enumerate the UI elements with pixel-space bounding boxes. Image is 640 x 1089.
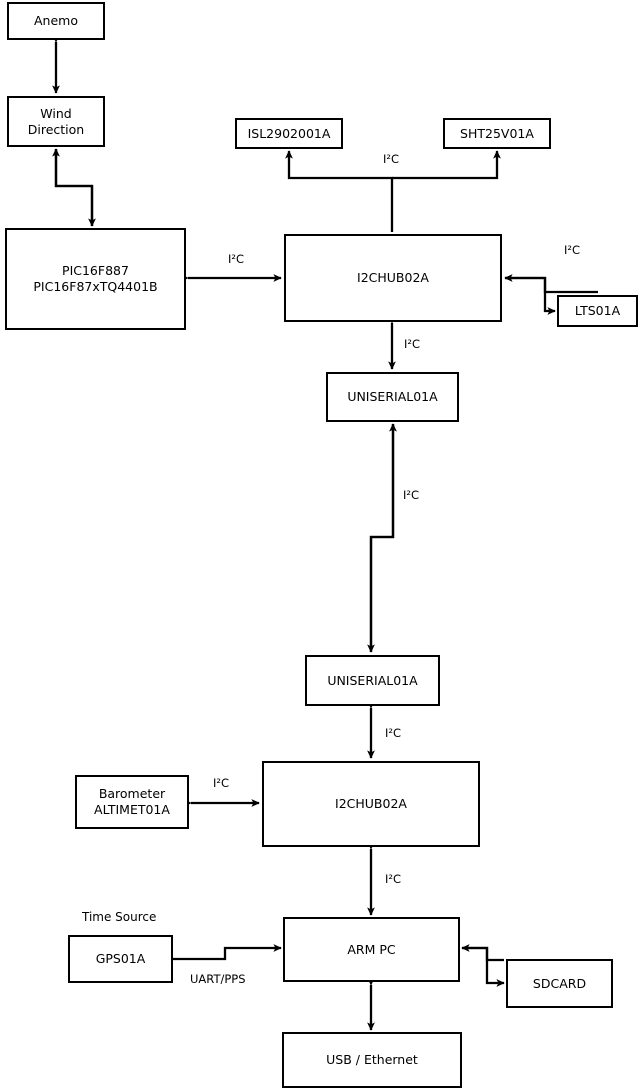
edge-label-i2c-uniserial-link: I²C xyxy=(403,488,420,502)
edge-pic-wind-up xyxy=(52,148,94,226)
node-usb-ethernet[interactable]: USB / Ethernet xyxy=(282,1032,462,1088)
edge-hub-sht xyxy=(392,150,501,180)
node-i2chub02a-bottom-label: I2CHUB02A xyxy=(335,796,407,812)
edge-uniserial-link-up xyxy=(369,423,397,652)
node-pic-mcu[interactable]: PIC16F887 PIC16F87xTQ4401B xyxy=(5,228,186,330)
edge-label-i2c-hub-lts: I²C xyxy=(564,243,581,257)
edge-label-i2c-hub-uniserial: I²C xyxy=(404,337,421,351)
node-pic-mcu-label: PIC16F887 PIC16F87xTQ4401B xyxy=(33,263,158,294)
node-wind-direction-label: Wind Direction xyxy=(27,105,85,137)
edge-hub-lts xyxy=(505,276,556,315)
edge-wind-pic-down xyxy=(54,149,96,227)
node-uniserial01a-bottom[interactable]: UNISERIAL01A xyxy=(305,655,440,706)
edge-armpc-sdcard xyxy=(462,946,505,987)
node-wind-direction[interactable]: Wind Direction xyxy=(7,96,105,147)
node-arm-pc[interactable]: ARM PC xyxy=(283,917,460,982)
node-i2chub02a-top-label: I2CHUB02A xyxy=(357,270,429,286)
node-sdcard-label: SDCARD xyxy=(532,975,587,991)
node-anemo-label: Anemo xyxy=(34,13,78,29)
node-anemo[interactable]: Anemo xyxy=(7,2,105,40)
node-gps01a[interactable]: GPS01A xyxy=(68,935,173,983)
edge-label-i2c-pic-hub: I²C xyxy=(228,252,245,266)
edge-label-i2c-hub2-armpc: I²C xyxy=(385,872,402,886)
edge-label-uart-pps: UART/PPS xyxy=(190,972,246,986)
node-gps01a-label: GPS01A xyxy=(95,951,146,967)
edge-uniserial-link-down xyxy=(367,424,395,653)
node-lts01a-label: LTS01A xyxy=(574,303,621,319)
node-uniserial01a-top[interactable]: UNISERIAL01A xyxy=(326,372,459,422)
edge-sdcard-armpc xyxy=(461,944,504,962)
node-uniserial01a-bottom-label: UNISERIAL01A xyxy=(327,672,418,688)
node-arm-pc-label: ARM PC xyxy=(347,941,396,957)
node-barometer-label: Barometer ALTIMET01A xyxy=(94,786,170,817)
edge-gps-armpc xyxy=(173,944,282,961)
node-sht25v01a[interactable]: SHT25V01A xyxy=(443,118,551,149)
node-sdcard[interactable]: SDCARD xyxy=(506,959,613,1008)
edge-label-i2c-barometer: I²C xyxy=(213,776,230,790)
node-isl2902001a-label: ISL2902001A xyxy=(247,125,331,141)
edge-lts-hub xyxy=(504,274,598,294)
edge-label-i2c-uniserial-hub2: I²C xyxy=(385,726,402,740)
edge-label-i2c-top-sensors: I²C xyxy=(383,152,400,166)
label-time-source: Time Source xyxy=(82,910,157,924)
node-i2chub02a-top[interactable]: I2CHUB02A xyxy=(284,234,502,322)
edge-hub-isl xyxy=(285,150,394,232)
node-lts01a[interactable]: LTS01A xyxy=(557,295,638,327)
node-uniserial01a-top-label: UNISERIAL01A xyxy=(347,389,438,405)
node-i2chub02a-bottom[interactable]: I2CHUB02A xyxy=(262,761,480,847)
node-barometer[interactable]: Barometer ALTIMET01A xyxy=(75,775,189,829)
node-usb-ethernet-label: USB / Ethernet xyxy=(326,1052,418,1068)
node-isl2902001a[interactable]: ISL2902001A xyxy=(235,118,343,149)
node-sht25v01a-label: SHT25V01A xyxy=(460,125,534,141)
